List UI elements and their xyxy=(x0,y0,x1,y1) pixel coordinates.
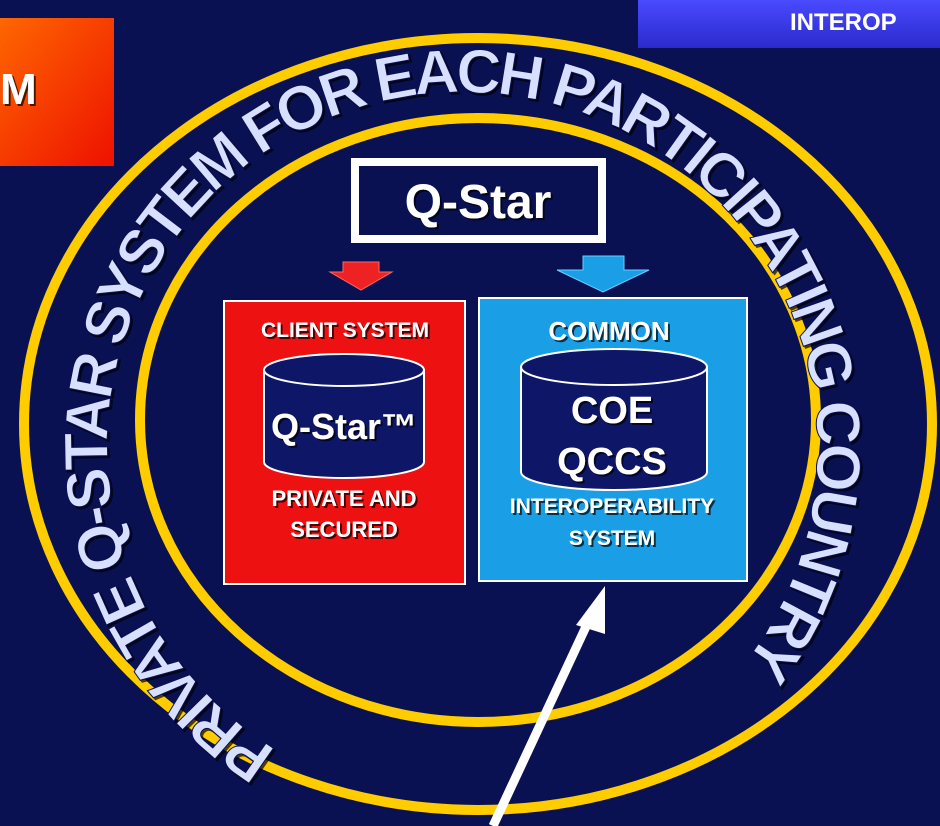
client-system-header: CLIENT SYSTEM xyxy=(261,319,429,342)
common-database-line2: QCCS xyxy=(557,441,667,483)
client-database-icon xyxy=(263,353,425,479)
header-bar-text: INTEROP xyxy=(790,9,897,36)
outer-ring xyxy=(19,33,937,815)
qstar-title-text: Q-Star xyxy=(405,176,552,229)
blue-down-arrow xyxy=(556,255,650,293)
common-system-box: COMMON COE QCCS INTEROPERABILITY SYSTEM xyxy=(478,297,748,582)
corner-title-box: M xyxy=(0,18,114,166)
pointer-arrow xyxy=(488,586,605,826)
common-footer-line2: SYSTEM xyxy=(569,527,655,550)
common-database-line1: COE xyxy=(571,390,653,432)
common-database-icon xyxy=(520,348,708,491)
client-footer-line2: SECURED xyxy=(290,517,398,542)
inner-ring xyxy=(135,113,821,727)
common-system-header: COMMON xyxy=(548,316,669,346)
header-bar: INTEROP xyxy=(638,0,940,48)
red-down-arrow xyxy=(328,261,394,291)
client-system-box: CLIENT SYSTEM Q-Star™ PRIVATE AND SECURE… xyxy=(223,300,466,585)
corner-title-text: M xyxy=(0,65,37,114)
common-footer-line1: INTEROPERABILITY xyxy=(510,495,714,518)
client-footer-line1: PRIVATE AND xyxy=(271,486,416,511)
client-database-label: Q-Star™ xyxy=(271,406,417,447)
qstar-title-box: Q-Star xyxy=(351,158,606,243)
